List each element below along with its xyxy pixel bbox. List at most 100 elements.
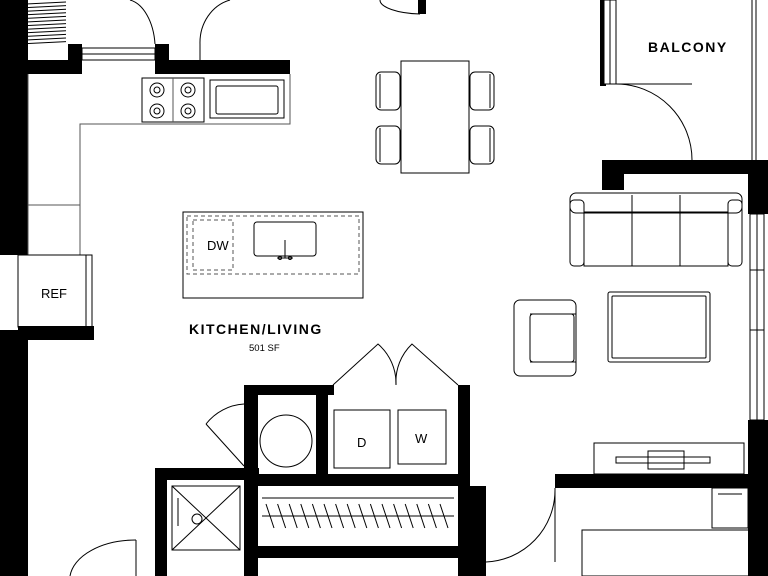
island-dash-zone — [186, 215, 360, 275]
room-area: 501 SF — [249, 343, 280, 354]
door-closet-right-swing — [395, 343, 459, 386]
wall-top-middle — [155, 60, 290, 74]
dining-chair-bottom-left — [375, 125, 401, 165]
wall-right-lower — [748, 420, 768, 576]
window-blind-slat — [25, 37, 67, 41]
door-utility-swing — [205, 403, 245, 425]
window-blind-slat — [25, 41, 67, 45]
armchair-body — [513, 299, 577, 377]
dryer: D — [333, 409, 391, 469]
door-top-right-swing — [379, 0, 421, 15]
sofa-arm-left — [569, 199, 585, 267]
closet-hanger — [300, 503, 310, 529]
door-top-right-jamb — [418, 0, 426, 14]
window-blind-slat — [25, 26, 67, 30]
wall-living-bottom — [555, 474, 750, 488]
door-top-left-swing — [129, 0, 156, 45]
kitchen-counter-outline — [27, 74, 291, 256]
tv-stand — [647, 450, 685, 470]
burner-3 — [149, 103, 165, 119]
washer-body — [397, 409, 447, 465]
dining-chair-bottom-right — [469, 125, 495, 165]
wall-left-lower — [0, 330, 28, 576]
window-blind-slat — [25, 1, 67, 5]
closet-hanger — [265, 503, 275, 529]
closet-hanger — [393, 503, 403, 529]
wall-balcony-bottom-step — [602, 170, 624, 190]
window-blind-slat — [25, 30, 67, 34]
dining-chair-top-right — [469, 71, 495, 111]
burner-2 — [180, 82, 196, 98]
dishwasher-label: DW — [207, 238, 229, 253]
shower — [171, 485, 241, 551]
wall-bath-left — [155, 468, 167, 576]
wall-top-right-jamb — [155, 44, 169, 74]
dryer-label: D — [357, 435, 366, 450]
wall-left-upper — [0, 0, 28, 255]
closet-hanger — [404, 503, 414, 529]
closet-hanger — [381, 503, 391, 529]
wall-top-left-stub — [0, 60, 82, 74]
wall-closet-bottom — [244, 546, 470, 558]
window-blinds — [25, 1, 67, 45]
closet-hanger — [346, 503, 356, 529]
closet-rod — [262, 497, 454, 529]
counter-sink-outer — [209, 79, 285, 119]
refrigerator: REF — [17, 254, 93, 328]
window-blind-slat — [25, 8, 67, 12]
armchair-seat — [529, 313, 575, 363]
sofa-back — [569, 192, 743, 214]
closet-hanger — [358, 503, 368, 529]
wall-right-upper — [748, 174, 768, 214]
closet-hanger — [277, 503, 287, 529]
window-blind-slat — [25, 5, 67, 9]
island-sink — [253, 221, 317, 260]
wall-hall-right — [470, 486, 486, 576]
doors — [69, 0, 693, 576]
window-blind-slat — [25, 15, 67, 19]
shower-pan — [171, 485, 241, 551]
bedroom-furniture — [581, 487, 751, 576]
window-blind-slat — [25, 19, 67, 23]
closet-hanger — [427, 503, 437, 529]
dining-chair-top-left — [375, 71, 401, 111]
window-blind-slat — [25, 33, 67, 37]
media-console — [593, 442, 745, 475]
wall-utility-middle — [316, 385, 328, 475]
counters — [27, 74, 364, 299]
closet-hanger — [323, 503, 333, 529]
wall-balcony-left-jamb — [600, 0, 606, 86]
nightstand — [711, 487, 749, 529]
dishwasher: DW — [192, 219, 234, 271]
closet-hanger — [439, 503, 449, 529]
armchair — [513, 299, 577, 377]
dryer-body — [333, 409, 391, 469]
window-blind-slat — [25, 12, 67, 16]
door-balcony-swing — [615, 83, 693, 161]
closet-hanger — [288, 503, 298, 529]
tv-screen — [615, 456, 711, 464]
kitchen-island — [182, 211, 364, 299]
wall-top-left-jamb — [68, 44, 82, 74]
coffee-table — [607, 291, 711, 363]
counter-sink — [209, 79, 285, 119]
coffee-table-inner — [611, 295, 707, 359]
washer: W — [397, 409, 447, 465]
door-top-middle-swing — [199, 0, 231, 45]
door-bottom-left-swing — [69, 539, 137, 576]
coffee-table-outer — [607, 291, 711, 363]
dishwasher-outline — [192, 219, 234, 271]
door-utility-leaf — [205, 423, 245, 467]
cooktop — [141, 77, 205, 123]
counter-sink-inner — [215, 85, 279, 115]
door-hall-swing — [485, 489, 556, 563]
room-label-kitchen-living: KITCHEN/LIVING — [189, 321, 323, 337]
media-console-body — [593, 442, 745, 475]
washer-label: W — [415, 431, 428, 446]
closet-hanger — [335, 503, 345, 529]
door-closet-left-swing — [332, 343, 397, 386]
sofa-arm-right — [727, 199, 743, 267]
closet-hanger — [369, 503, 379, 529]
